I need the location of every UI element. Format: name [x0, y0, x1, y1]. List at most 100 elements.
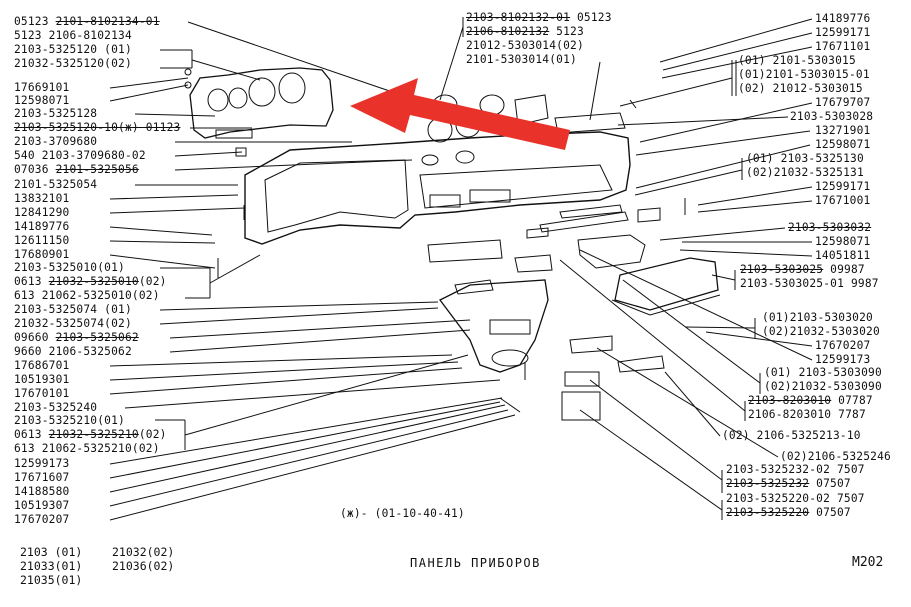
label-text: 14189776 [14, 220, 70, 233]
label-part-number: 12598071 [815, 139, 870, 151]
footnote: (ж)- (01-10-40-41) [340, 507, 465, 520]
label-part-number: 07036 2101-5325056 [14, 164, 139, 176]
label-text: 613 21062-5325210(02) [14, 442, 160, 455]
label-part-number: 2101-5325054 [14, 179, 97, 191]
model-list-right: 21032(02) 21036(02) [112, 545, 174, 573]
label-part-number: 9660 2106-5325062 [14, 346, 132, 358]
label-text: 12598071 [815, 235, 871, 248]
label-text: 12611150 [14, 234, 70, 247]
label-text: 2103-5325232 [726, 477, 810, 490]
label-part-number: 10519307 [14, 500, 69, 512]
label-part-number: 17686701 [14, 360, 69, 372]
label-text: (01)2101-5303015-01 [738, 68, 870, 81]
label-text: 0613 [14, 275, 49, 288]
label-text: 12598071 [14, 94, 70, 107]
label-part-number: 5123 2106-8102134 [14, 30, 132, 42]
label-part-number: 2103-3709680 [14, 136, 97, 148]
label-part-number: 0613 21032-5325210(02) [14, 429, 167, 441]
label-text: 07787 [831, 394, 873, 407]
label-text: 2103-5325062 [55, 331, 139, 344]
label-text: 5123 2106-8102134 [14, 29, 132, 42]
label-part-number: 12841290 [14, 207, 69, 219]
label-part-number: 2103-5325232 07507 [726, 478, 851, 490]
label-part-number: 2106-8102132 5123 [466, 26, 584, 38]
label-text: 2103-5325010(01) [14, 261, 125, 274]
label-text: 14188580 [14, 485, 70, 498]
label-part-number: 2103-5325120 (01) [14, 44, 132, 56]
label-part-number: 14189776 [14, 221, 69, 233]
label-part-number: 2103-5325120-10(ж) 01123 [14, 122, 180, 134]
label-text: 12598071 [815, 138, 871, 151]
label-part-number: 12598071 [815, 236, 870, 248]
label-text: 2103-5325232-02 7507 [726, 463, 865, 476]
label-text: (02) 21012-5303015 [738, 82, 863, 95]
label-text: (02) [138, 275, 167, 288]
label-text: 2103-8203010 [748, 394, 832, 407]
label-text: 17670207 [815, 339, 871, 352]
label-text: 13271901 [815, 124, 871, 137]
label-part-number: (01) 2103-5325130 [746, 153, 864, 165]
label-part-number: 13271901 [815, 125, 870, 137]
label-text: 2101-5325054 [14, 178, 98, 191]
label-text: 2106-8203010 7787 [748, 408, 866, 421]
label-text: 12841290 [14, 206, 70, 219]
label-text: 2103-5303025 [740, 263, 824, 276]
label-text: 2103-5325120-10(ж) 01123 [14, 121, 181, 134]
label-part-number: (01)2101-5303015-01 [738, 69, 870, 81]
label-text: 2103-5325240 [14, 401, 98, 414]
label-text: 17671101 [815, 40, 871, 53]
label-part-number: 2103-5303025 09987 [740, 264, 865, 276]
label-part-number: (02)21032-5303020 [762, 326, 880, 338]
label-text: 21032-5325074(02) [14, 317, 132, 330]
label-part-number: 2103-5325220-02 7507 [726, 493, 865, 505]
label-text: 2103-5325074 (01) [14, 303, 132, 316]
label-text: 5123 [549, 25, 584, 38]
label-text: 2101-5325056 [55, 163, 139, 176]
label-part-number: 17669101 [14, 82, 69, 94]
label-part-number: 2103-5325010(01) [14, 262, 125, 274]
label-part-number: 17670101 [14, 388, 69, 400]
label-part-number: 17671101 [815, 41, 870, 53]
label-text: 12599171 [815, 26, 871, 39]
label-text: (02) 2106-5325213-10 [722, 429, 861, 442]
label-text: (01) 2101-5303015 [738, 54, 856, 67]
label-text: 17680901 [14, 248, 70, 261]
label-text: 2103-5325220-02 7507 [726, 492, 865, 505]
label-text: 07507 [809, 477, 851, 490]
label-part-number: 2103-5303028 [790, 111, 873, 123]
label-text: 17671001 [815, 194, 871, 207]
label-part-number: 21032-5325120(02) [14, 58, 132, 70]
label-text: 2103-5325210(01) [14, 414, 125, 427]
label-part-number: 12598071 [14, 95, 69, 107]
label-text: 613 21062-5325010(02) [14, 289, 160, 302]
label-text: 12599173 [815, 353, 871, 366]
label-text: 17669101 [14, 81, 70, 94]
label-text: 2103-5303032 [788, 221, 872, 234]
label-part-number: (01)2103-5303020 [762, 312, 873, 324]
label-text: 2103-5303025-01 9987 [740, 277, 879, 290]
label-text: (01) 2103-5325130 [746, 152, 864, 165]
label-part-number: 540 2103-3709680-02 [14, 150, 146, 162]
label-part-number: 17670207 [815, 340, 870, 352]
label-text: 14051811 [815, 249, 871, 262]
label-text: 0613 [14, 428, 49, 441]
label-part-number: 2103-5303032 [788, 222, 871, 234]
label-text: 21032-5325010 [48, 275, 139, 288]
label-text: (02)2106-5325246 [780, 450, 891, 463]
label-text: 07507 [809, 506, 851, 519]
label-part-number: 21012-5303014(02) [466, 40, 584, 52]
label-text: 05123 [14, 15, 56, 28]
label-text: 21032-5325210 [48, 428, 139, 441]
label-part-number: (02)21032-5325131 [746, 167, 864, 179]
label-text: 2103-8102132-01 [466, 11, 571, 24]
label-text: 17686701 [14, 359, 70, 372]
red-arrow-icon [350, 78, 570, 150]
label-text: (02)21032-5303020 [762, 325, 880, 338]
label-text: (01)2103-5303020 [762, 311, 873, 324]
label-text: 07036 [14, 163, 56, 176]
label-text: (02) [138, 428, 167, 441]
label-text: 2101-8102134-01 [55, 15, 160, 28]
label-part-number: 21032-5325074(02) [14, 318, 132, 330]
label-part-number: 613 21062-5325210(02) [14, 443, 160, 455]
